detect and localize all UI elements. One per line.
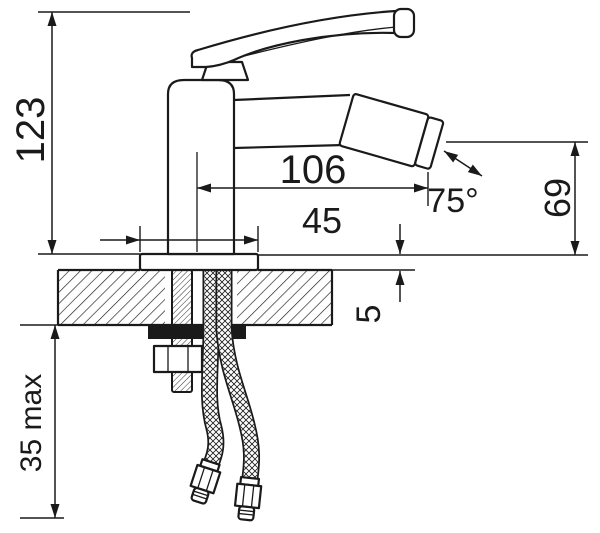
dim-label-base-width: 45 — [302, 200, 342, 241]
dim-label-total-height: 123 — [9, 97, 53, 164]
hose-fitting-left — [189, 458, 222, 505]
dimension-max-mounting-thickness: 35 max — [15, 324, 64, 519]
spout-top-line — [233, 93, 351, 102]
lever-end-cap — [392, 7, 416, 39]
dim-label-base-plate-thickness: 5 — [350, 305, 388, 324]
dim-label-aerator-angle: 75° — [427, 182, 478, 220]
dimension-base-width: 45 — [100, 200, 342, 252]
dimension-aerator-angle: 75° — [427, 150, 483, 220]
flex-hose-left — [200, 269, 225, 468]
hose-fitting-right — [233, 475, 263, 522]
dimension-spout-outlet-height: 69 — [258, 141, 588, 256]
countertop-section — [56, 268, 334, 327]
dim-label-spout-outlet-height: 69 — [537, 178, 578, 218]
countertop-side-edges — [56, 270, 334, 325]
angle-arrow — [443, 150, 483, 177]
aerator-cap — [414, 116, 445, 170]
countertop-hatch-left — [58, 270, 165, 325]
faucet-body — [166, 78, 236, 256]
dim-label-spout-reach: 106 — [280, 148, 347, 192]
nut-facet-lines — [167, 346, 189, 372]
mounting-base-plate — [138, 252, 260, 272]
faucet-lever — [190, 9, 398, 69]
countertop-hatch-right — [237, 270, 332, 325]
flex-hose-right — [215, 269, 261, 480]
mounting-nut — [152, 344, 204, 374]
lever-inner-line — [239, 26, 397, 58]
spout-bottom-line — [233, 143, 345, 150]
dimension-total-height: 123 — [9, 11, 190, 255]
dimension-base-plate-thickness: 5 — [332, 224, 415, 323]
dim-label-max-mounting-thickness: 35 max — [15, 374, 48, 472]
extension-line — [139, 226, 259, 252]
faucet-spout — [233, 93, 445, 170]
spout-aerator-head — [338, 93, 445, 170]
dimension-spout-reach: 106 — [197, 148, 429, 206]
